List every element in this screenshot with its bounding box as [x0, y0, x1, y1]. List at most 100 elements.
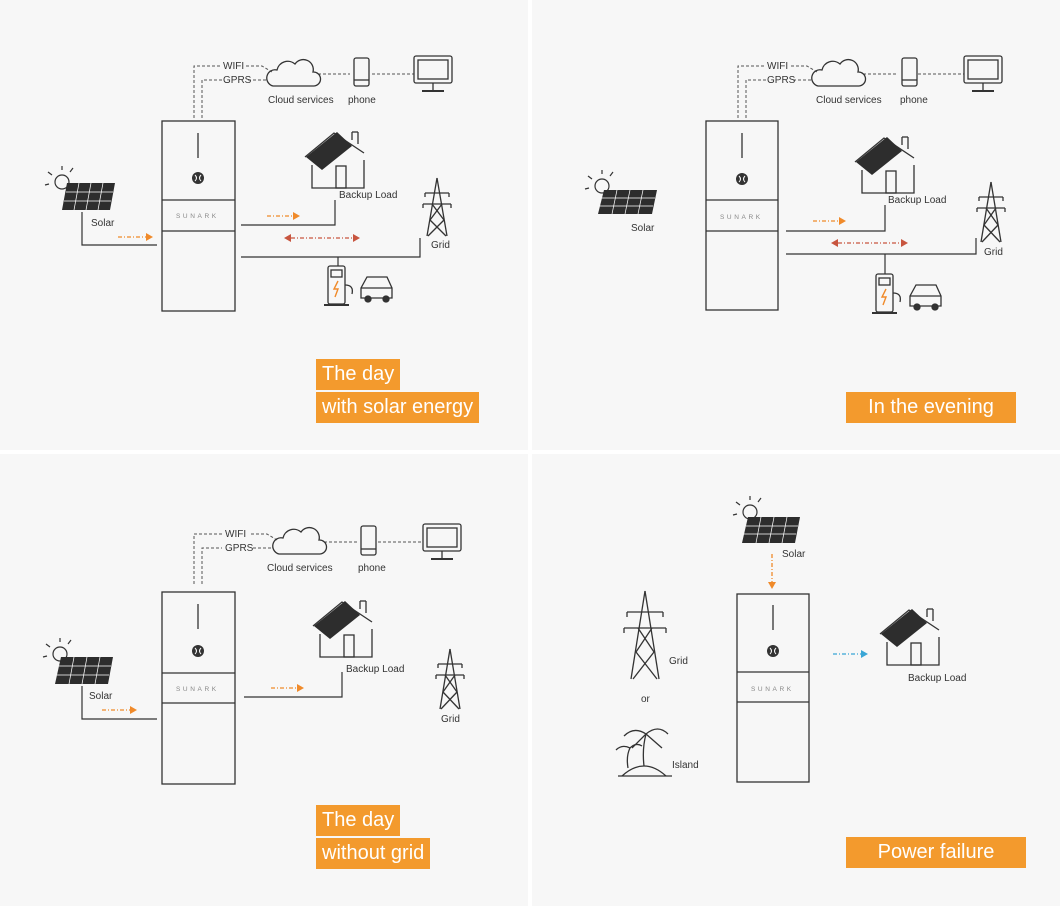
gprs-label: GPRS — [767, 75, 796, 86]
cloud-icon — [272, 526, 328, 555]
house-icon — [879, 608, 940, 666]
comm-lines — [737, 65, 964, 118]
house-solar-panel-icon — [306, 132, 352, 170]
inverter-unit — [705, 120, 779, 311]
grid-tower-icon — [435, 648, 465, 710]
caption-line-1: Power failure — [846, 837, 1026, 868]
solar-panel-icon — [42, 638, 113, 685]
flow-arrow-grid — [284, 234, 360, 242]
panel-day-no-grid: WIFI GPRS Cloud services phone — [0, 454, 528, 906]
backup-load-label: Backup Load — [339, 190, 397, 201]
flow-arrow-solar — [102, 706, 137, 714]
backup-line — [241, 200, 336, 226]
ev-charger-icon — [324, 265, 353, 306]
or-label: or — [641, 694, 651, 705]
cloud-icon — [266, 58, 322, 87]
solar-panel-icon — [584, 170, 657, 215]
flow-arrow-grid — [831, 239, 908, 247]
phone-label: phone — [900, 95, 928, 106]
cloud-services-label: Cloud services — [267, 563, 333, 574]
flow-arrow-backup — [267, 212, 300, 220]
cloud-services-label: Cloud services — [816, 95, 882, 106]
phone-label: phone — [348, 95, 376, 106]
house-solar-panel-icon — [314, 601, 360, 639]
caption-line-2: without grid — [316, 838, 431, 869]
lightning-icon — [880, 288, 888, 306]
solar-label: Solar — [782, 549, 806, 560]
phone-icon — [901, 57, 918, 87]
solar-panel-icon — [44, 166, 115, 211]
diagram-day-solar: WIFI GPRS Cloud services phone — [44, 55, 453, 312]
solar-line — [81, 686, 157, 720]
monitor-icon — [963, 55, 1003, 92]
backup-line — [786, 205, 886, 232]
inverter-logo-icon — [767, 645, 779, 657]
lightning-icon — [332, 280, 340, 298]
wifi-label: WIFI — [223, 61, 244, 72]
house-icon — [312, 600, 373, 658]
inverter-logo-icon — [192, 172, 204, 184]
island-icon — [615, 728, 672, 777]
solar-label: Solar — [91, 218, 115, 229]
caption-line-1: In the evening — [846, 392, 1016, 423]
grid-label: Grid — [669, 656, 688, 667]
house-solar-panel-icon — [856, 137, 902, 175]
monitor-icon — [413, 55, 453, 92]
grid-tower-icon — [623, 590, 667, 680]
solar-line — [81, 212, 157, 246]
grid-line — [786, 238, 977, 255]
wifi-label: WIFI — [225, 529, 246, 540]
grid-label: Grid — [984, 247, 1003, 258]
phone-icon — [360, 525, 377, 556]
cloud-services-label: Cloud services — [268, 95, 334, 106]
phone-icon — [353, 57, 370, 87]
brand-label: SUNARK — [176, 213, 219, 220]
diagram-power-failure: Solar SUNARK — [615, 496, 966, 783]
wifi-label: WIFI — [767, 61, 788, 72]
brand-label: SUNARK — [751, 686, 794, 693]
grid-tower-icon — [976, 181, 1006, 243]
grid-line — [241, 238, 421, 258]
diagram-day-no-grid: WIFI GPRS Cloud services phone — [42, 523, 465, 785]
gprs-label: GPRS — [223, 75, 252, 86]
caption-line-2: with solar energy — [316, 392, 480, 423]
island-label: Island — [672, 760, 699, 771]
panel-power-failure: Solar SUNARK — [532, 454, 1060, 906]
car-icon — [909, 284, 942, 311]
panel-evening: WIFI GPRS Cloud services phone — [532, 0, 1060, 450]
cloud-icon — [811, 58, 867, 87]
backup-line — [244, 672, 343, 698]
monitor-icon — [422, 523, 462, 560]
caption-line-1: The day — [316, 805, 401, 836]
brand-label: SUNARK — [176, 686, 219, 693]
grid-tower-icon — [422, 177, 452, 237]
house-icon — [304, 131, 365, 189]
inverter-unit — [736, 593, 810, 783]
flow-arrow-solar — [768, 554, 776, 589]
phone-label: phone — [358, 563, 386, 574]
flow-arrow-backup — [813, 217, 846, 225]
inverter-logo-icon — [736, 173, 748, 185]
backup-load-label: Backup Load — [908, 673, 966, 684]
house-solar-panel-icon — [881, 609, 927, 647]
panel-day-solar: WIFI GPRS Cloud services phone — [0, 0, 528, 450]
ev-charger-icon — [872, 273, 901, 314]
backup-load-label: Backup Load — [888, 195, 946, 206]
solar-panel-icon — [732, 496, 800, 544]
gprs-label: GPRS — [225, 543, 254, 554]
inverter-logo-icon — [192, 645, 204, 657]
brand-label: SUNARK — [720, 214, 763, 221]
inverter-unit — [161, 591, 236, 785]
backup-load-label: Backup Load — [346, 664, 404, 675]
comm-lines — [193, 65, 414, 118]
house-icon — [854, 136, 915, 194]
flow-arrow-solar — [118, 233, 153, 241]
solar-label: Solar — [89, 691, 113, 702]
caption-line-1: The day — [316, 359, 401, 390]
flow-arrow-backup — [833, 650, 868, 658]
comm-lines — [193, 533, 422, 584]
car-icon — [360, 276, 393, 303]
grid-label: Grid — [441, 714, 460, 725]
grid-label: Grid — [431, 240, 450, 251]
